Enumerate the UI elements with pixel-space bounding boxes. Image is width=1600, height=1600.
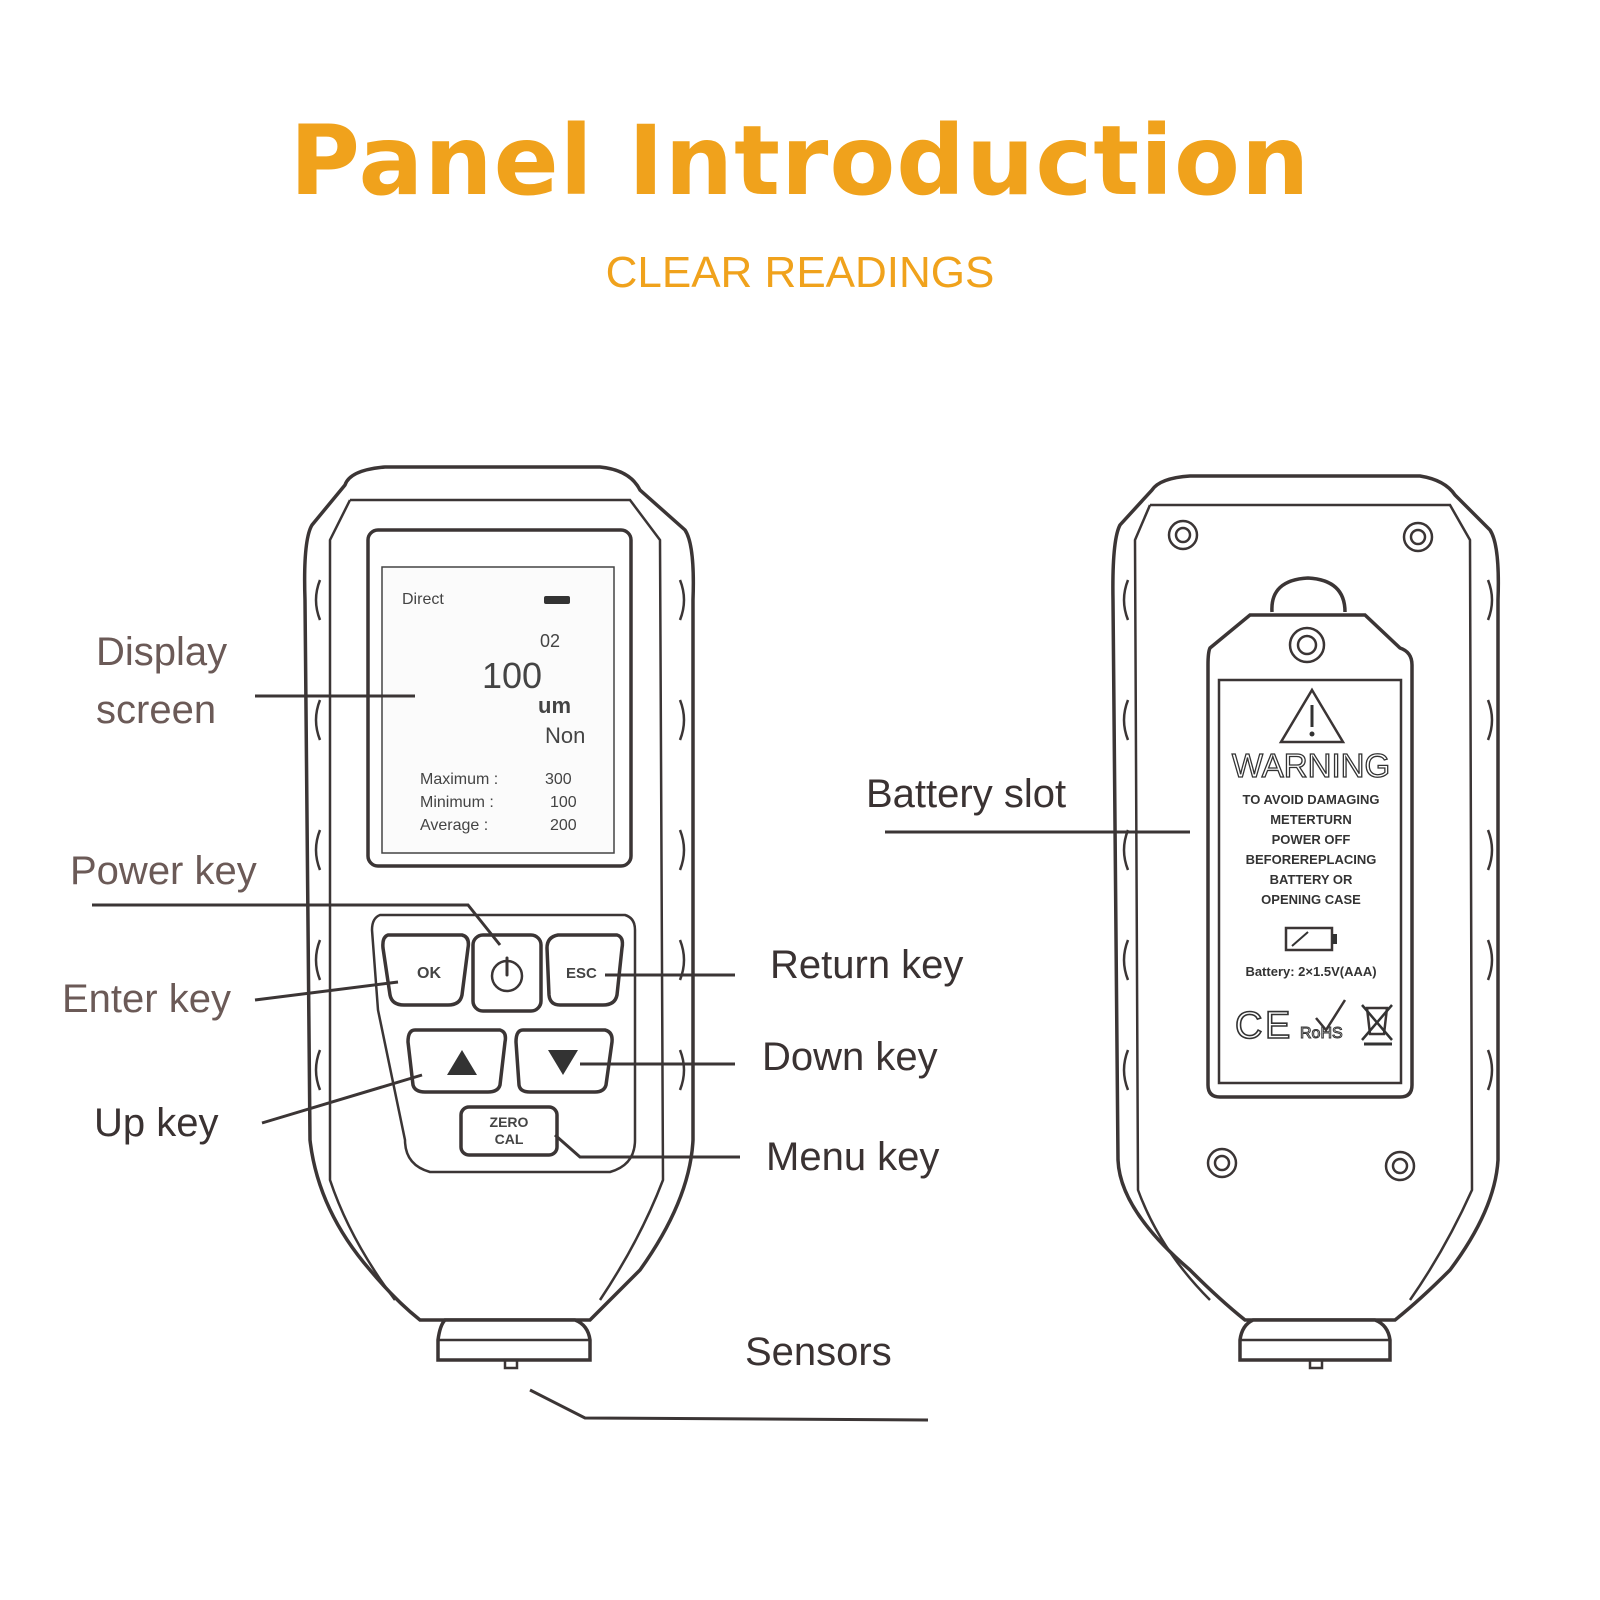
down-key-label: Down key <box>762 1035 938 1079</box>
front-device: Direct 02 100 um Non Maximum : 300 Minim… <box>62 465 963 1422</box>
rohs-mark: RoHS <box>1300 1025 1343 1042</box>
menu-key-label: Menu key <box>766 1135 939 1179</box>
page-subtitle: CLEAR READINGS <box>605 248 995 297</box>
up-button[interactable] <box>406 1028 508 1094</box>
back-sensor <box>1238 1318 1392 1370</box>
keypad-panel <box>370 913 637 1174</box>
front-sensor <box>436 1318 592 1370</box>
back-grip-right <box>1486 579 1494 1091</box>
esc-key-label: ESC <box>566 965 597 982</box>
warning-label-panel <box>1217 678 1403 1085</box>
screw-icons <box>1167 519 1434 1182</box>
up-arrow-icon <box>447 1050 477 1075</box>
return-key-label: Return key <box>770 943 963 987</box>
warning-line-5: BATTERY OR <box>1270 872 1353 887</box>
sensors-label: Sensors <box>745 1330 892 1374</box>
page-title: Panel Introduction <box>289 105 1311 217</box>
ce-mark-icon: C <box>1235 1005 1262 1047</box>
warning-triangle-icon <box>1278 687 1346 744</box>
back-device: WARNING TO AVOID DAMAGING METERTURN POWE… <box>866 474 1501 1370</box>
back-body-inner <box>1133 503 1474 1301</box>
power-button[interactable] <box>471 933 543 1013</box>
front-grip-right <box>678 579 686 1091</box>
sensors-callout-line <box>529 1388 929 1422</box>
battery-icon <box>1284 926 1337 952</box>
warning-line-2: METERTURN <box>1270 812 1352 827</box>
rohs-check-icon <box>1315 999 1347 1033</box>
display-label-line2: screen <box>96 688 216 732</box>
front-body-inner <box>328 498 665 1301</box>
lcd-avg-label: Average : <box>420 817 488 834</box>
battery-cover[interactable] <box>1206 576 1414 1099</box>
lcd-index: 02 <box>540 631 560 651</box>
up-key-label: Up key <box>94 1101 219 1145</box>
front-grip-left <box>314 579 322 1091</box>
power-callout-line <box>92 903 502 946</box>
ok-key-label: OK <box>417 965 441 982</box>
enter-key-label: Enter key <box>62 977 231 1021</box>
up-callout-line <box>261 1073 423 1125</box>
display-label-line1: Display <box>96 630 227 674</box>
display-screen <box>381 566 615 854</box>
warning-line-3: POWER OFF <box>1272 832 1351 847</box>
back-grip-left <box>1122 579 1130 1091</box>
lcd-reading: 100 <box>482 655 542 696</box>
ok-button[interactable]: OK <box>381 933 471 1007</box>
warning-line-6: OPENING CASE <box>1261 892 1361 907</box>
battery-spec: Battery: 2×1.5V(AAA) <box>1245 964 1376 979</box>
lcd-avg-value: 200 <box>550 817 577 834</box>
lcd-unit: um <box>538 693 571 718</box>
power-key-label: Power key <box>70 849 257 893</box>
lcd-max-value: 300 <box>545 771 572 788</box>
lcd-min-value: 100 <box>550 794 577 811</box>
warning-heading: WARNING <box>1232 747 1390 784</box>
cover-screw-icon <box>1288 626 1326 664</box>
down-button[interactable] <box>514 1028 614 1094</box>
warning-line-1: TO AVOID DAMAGING <box>1243 792 1380 807</box>
menu-callout-line <box>554 1133 740 1159</box>
cal-key-label: CAL <box>495 1131 524 1147</box>
svg-text:E: E <box>1265 1005 1290 1047</box>
lcd-max-label: Maximum : <box>420 771 498 788</box>
down-arrow-icon <box>548 1050 578 1075</box>
weee-bin-icon <box>1361 1004 1393 1046</box>
zero-key-label: ZERO <box>490 1114 529 1130</box>
warning-line-4: BEFOREREPLACING <box>1246 852 1377 867</box>
enter-callout-line <box>254 980 399 1002</box>
lcd-material: Non <box>545 723 585 748</box>
esc-button[interactable]: ESC <box>545 933 625 1007</box>
lcd-mode: Direct <box>402 591 444 608</box>
battery-slot-label: Battery slot <box>866 772 1066 816</box>
lcd-battery-icon <box>544 596 570 604</box>
zero-cal-button[interactable]: ZERO CAL <box>459 1105 559 1157</box>
lcd-min-label: Minimum : <box>420 794 494 811</box>
